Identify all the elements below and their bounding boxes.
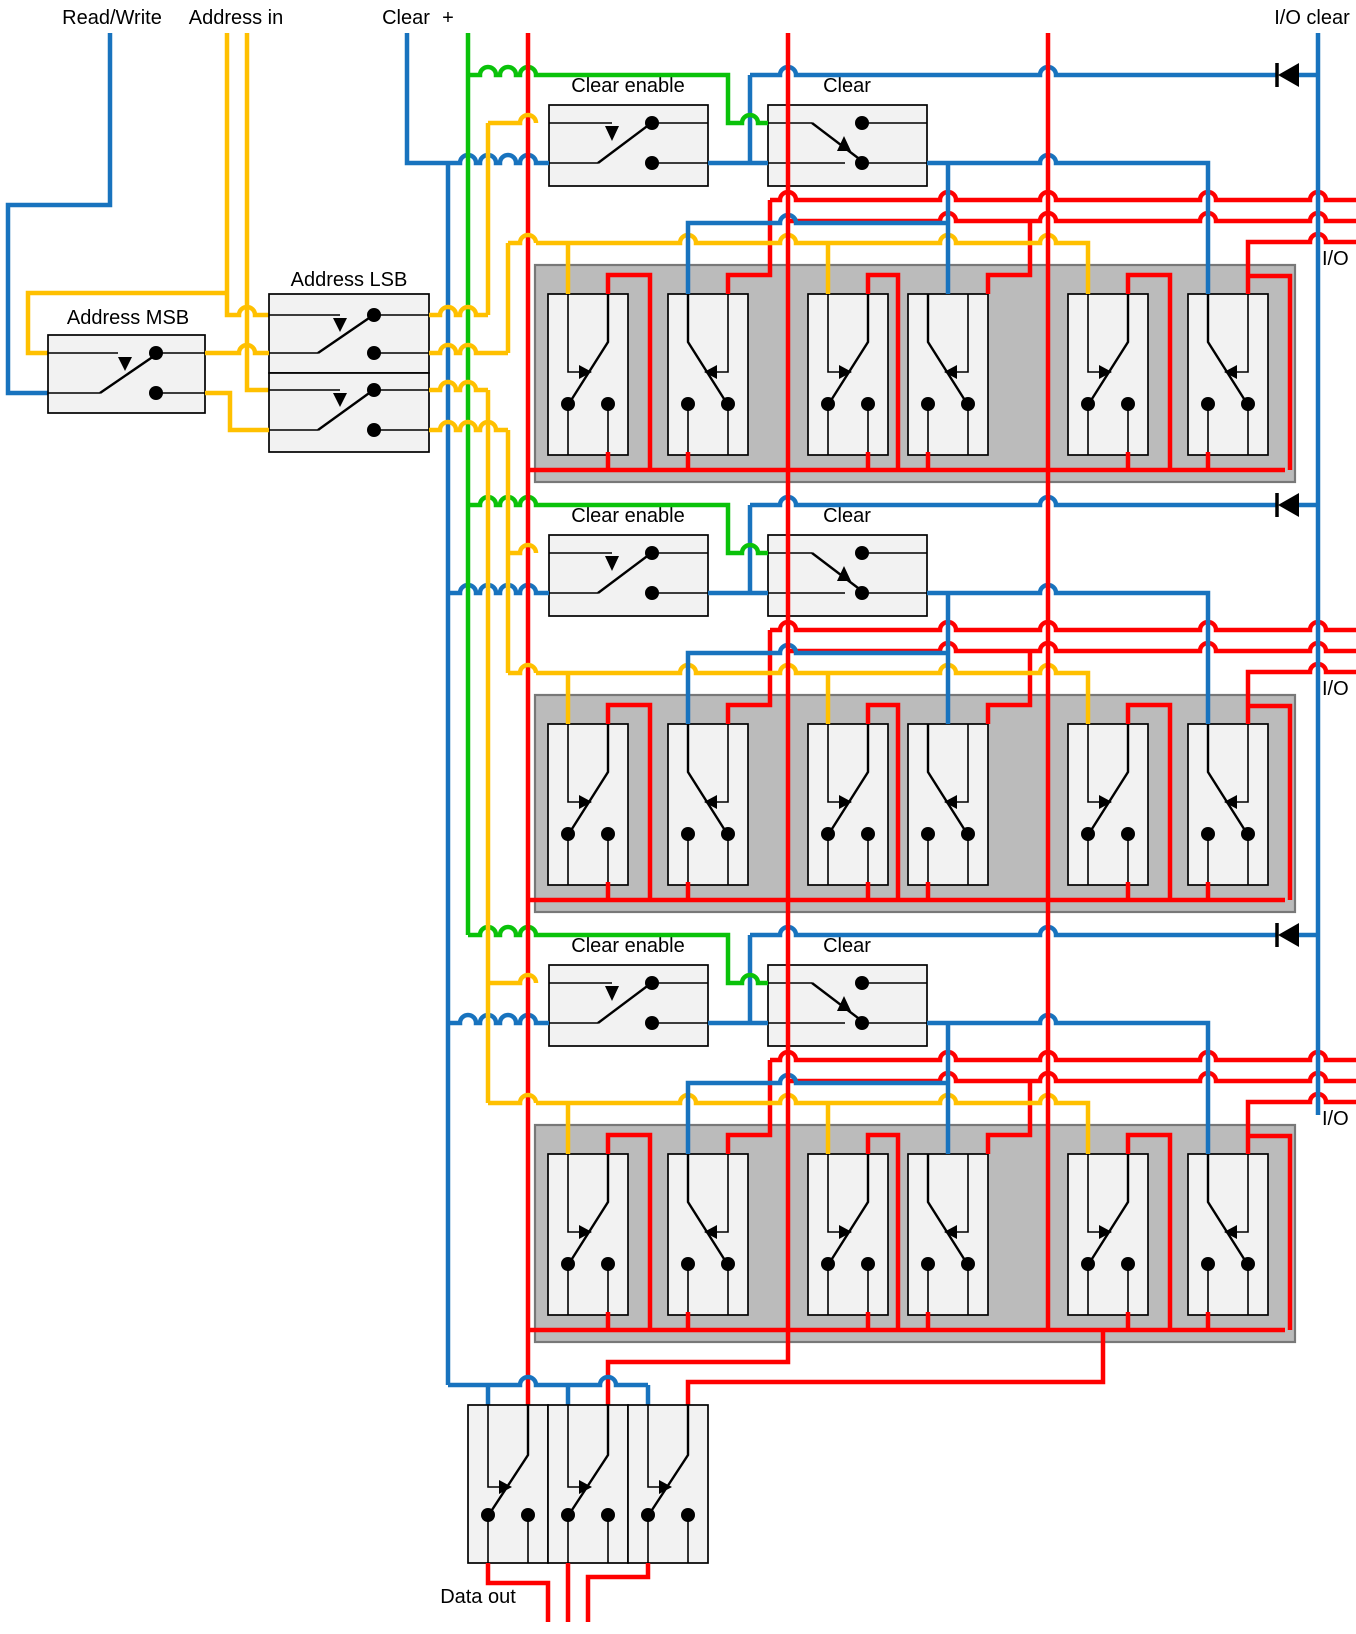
read-select-line (448, 1374, 651, 1405)
memory-row-3 (448, 923, 1356, 1342)
coil-arrow-icon (118, 357, 132, 371)
address-msb-label: Address MSB (67, 307, 189, 329)
address-lsb-label: Address LSB (291, 269, 408, 291)
data-bus-2 (605, 33, 791, 1405)
msb-armature (99, 355, 155, 394)
row-select-taps (488, 112, 539, 1106)
lsb1-out-a (429, 304, 488, 318)
clear-bus (404, 33, 451, 1385)
msb-to-lsb2-link (205, 390, 269, 433)
data-out-label: Data out (440, 1586, 516, 1608)
coil-arrow-icon (579, 1480, 592, 1494)
coil-arrow-icon (659, 1480, 672, 1494)
memory-row-2 (448, 493, 1356, 912)
memory-row-1 (448, 63, 1356, 482)
coil-arrow-icon (333, 318, 347, 332)
address-in-wire-1 (25, 33, 269, 356)
lsb2-out-b (429, 419, 508, 433)
plus-label: + (442, 7, 454, 29)
lsb2-armature (317, 390, 373, 431)
address-in-label: Address in (189, 7, 284, 29)
msb-to-lsb1-link (205, 342, 269, 356)
lsb1-armature (317, 315, 373, 354)
data-out-wires (485, 1563, 651, 1622)
io-clear-label: I/O clear (1274, 7, 1350, 29)
clear-label: Clear (382, 7, 430, 29)
address-in-wire-2 (244, 33, 269, 393)
coil-arrow-icon (499, 1480, 512, 1494)
address-lsb-relay-1 (268, 293, 430, 374)
lsb1-out-b (429, 342, 508, 356)
data-bus-3-tail (685, 1330, 1106, 1405)
read-write-label: Read/Write (62, 7, 162, 29)
lsb2-out-a (429, 379, 488, 393)
address-lsb-relay-2 (268, 372, 430, 453)
read-write-wire (5, 33, 113, 396)
coil-arrow-icon (333, 393, 347, 407)
